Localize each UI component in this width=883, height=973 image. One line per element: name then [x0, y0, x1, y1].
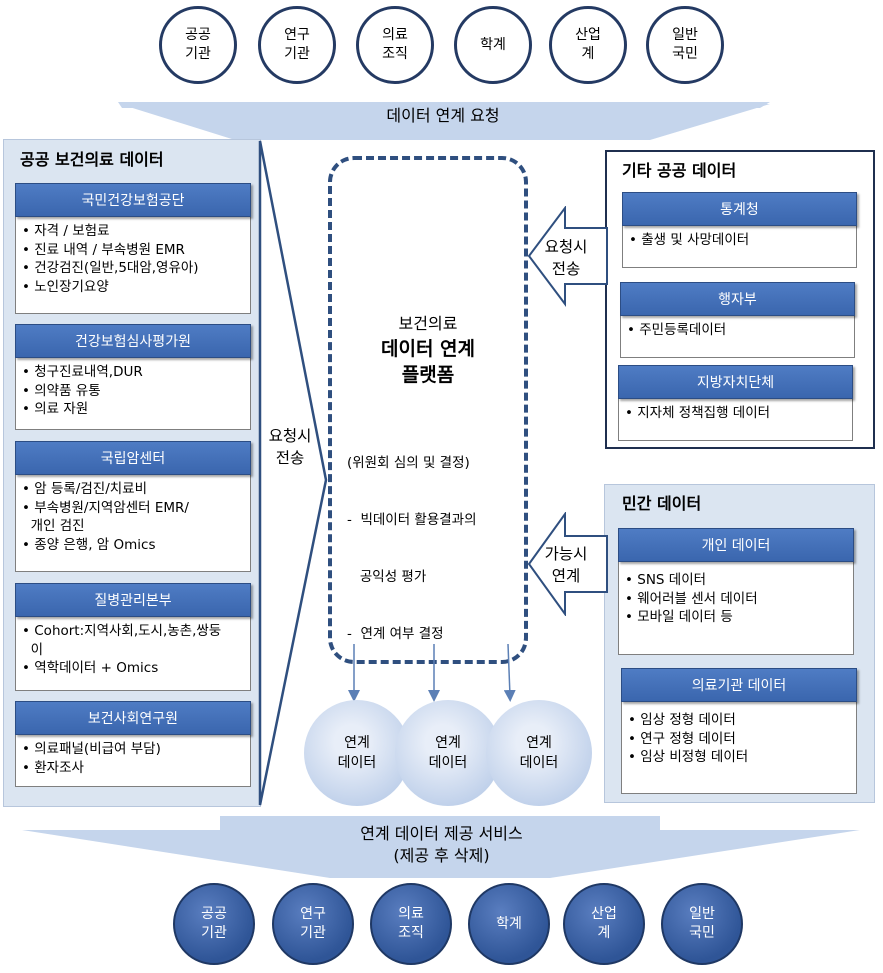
right-top-panel-title: 기타 공공 데이터	[622, 161, 737, 180]
list-item: • 임상 정형 데이터	[628, 712, 736, 728]
list-item: • 환자조사	[22, 759, 84, 776]
list-item: • 자격 / 보험료	[22, 223, 110, 239]
list-item: • 노인장기요양	[22, 278, 109, 295]
box-ministry-interior: 행자부 • 주민등록데이터	[620, 282, 855, 358]
box-statistics-korea: 통계청 • 출생 및 사망데이터	[622, 192, 857, 268]
box-local-government-list: • 지자체 정책집행 데이터	[625, 404, 848, 423]
left-panel-title: 공공 보건의료 데이터	[20, 150, 164, 169]
box-kcdc: 질병관리본부 • Cohort:지역사회,도시,농촌,쌍둥 이 • 역학데이터 …	[15, 583, 251, 691]
data-linkage-platform	[328, 156, 528, 664]
box-medical-institution-data-header: 의료기관 데이터	[621, 668, 857, 702]
box-kihasa-header: 보건사회연구원	[15, 701, 251, 735]
list-item: • 모바일 데이터 등	[625, 609, 733, 625]
right-bottom-panel-title: 민간 데이터	[622, 494, 702, 513]
box-local-government: 지방자치단체 • 지자체 정책집행 데이터	[618, 365, 853, 441]
right-bottom-arrow-label: 가능시 연계	[544, 545, 588, 585]
bottom-service-banner	[22, 816, 860, 878]
box-ncc-header: 국립암센터	[15, 441, 251, 475]
list-item: • 연구 정형 데이터	[628, 730, 736, 747]
box-medical-institution-data-list: • 임상 정형 데이터 • 연구 정형 데이터 • 임상 비정형 데이터	[628, 711, 852, 767]
list-item: • 의료 자원	[22, 401, 89, 417]
box-kihasa-list: • 의료패널(비급여 부담) • 환자조사	[22, 740, 246, 777]
box-statistics-korea-list: • 출생 및 사망데이터	[629, 231, 852, 250]
box-ncc-list: • 암 등록/검진/치료비 • 부속병원/지역암센터 EMR/ 개인 검진 • …	[22, 480, 246, 554]
list-item: • 부속병원/지역암센터 EMR/	[22, 499, 189, 516]
box-nhis-list: • 자격 / 보험료 • 진료 내역 / 부속병원 EMR • 건강검진(일반,…	[22, 222, 246, 296]
list-item: • 임상 비정형 데이터	[628, 749, 749, 765]
box-hira-list: • 청구진료내역,DUR • 의약품 유통 • 의료 자원	[22, 363, 246, 419]
list-item: • 건강검진(일반,5대암,영유아)	[22, 260, 199, 276]
box-personal-data-header: 개인 데이터	[618, 528, 854, 562]
top-banner-label: 데이터 연계 요청	[386, 106, 500, 125]
box-statistics-korea-header: 통계청	[622, 192, 857, 226]
list-item: • 진료 내역 / 부속병원 EMR	[22, 241, 185, 258]
platform-title: 보건의료 데이터 연계 플랫폼	[380, 314, 475, 386]
platform-output-arrows	[348, 643, 516, 702]
top-request-banner	[118, 102, 770, 140]
list-item: • 주민등록데이터	[627, 322, 727, 338]
list-item: • 의약품 유통	[22, 382, 101, 399]
box-medical-institution-data: 의료기관 데이터 • 임상 정형 데이터 • 연구 정형 데이터 • 임상 비정…	[621, 668, 857, 794]
left-transfer-label: 요청시 전송	[268, 427, 312, 467]
right-top-request-arrow	[527, 206, 608, 307]
list-item: • 의료패널(비급여 부담)	[22, 741, 161, 757]
list-item: 이	[22, 641, 44, 658]
list-item: • 종양 은행, 암 Omics	[22, 536, 156, 553]
list-item: • 지자체 정책집행 데이터	[625, 405, 771, 421]
box-local-government-header: 지방자치단체	[618, 365, 853, 399]
bottom-banner-label: 연계 데이터 제공 서비스 (제공 후 삭제)	[360, 824, 523, 865]
platform-note: (위원회 심의 및 결정) - 빅데이터 활용결과의 공익성 평가 - 연계 여…	[347, 455, 477, 642]
bottom-circle-academia: 학계	[468, 883, 550, 965]
box-ministry-interior-list: • 주민등록데이터	[627, 321, 850, 340]
box-nhis: 국민건강보험공단 • 자격 / 보험료 • 진료 내역 / 부속병원 EMR •…	[15, 183, 251, 314]
top-circle-academia: 학계	[454, 6, 532, 84]
box-personal-data: 개인 데이터 • SNS 데이터 • 웨어러블 센서 데이터 • 모바일 데이터…	[618, 528, 854, 655]
box-hira-header: 건강보험심사평가원	[15, 324, 251, 358]
box-hira: 건강보험심사평가원 • 청구진료내역,DUR • 의약품 유통 • 의료 자원	[15, 324, 251, 430]
box-kihasa: 보건사회연구원 • 의료패널(비급여 부담) • 환자조사	[15, 701, 251, 787]
list-item: • 암 등록/검진/치료비	[22, 481, 148, 497]
list-item: • 출생 및 사망데이터	[629, 232, 750, 248]
list-item: 개인 검진	[22, 518, 85, 534]
right-bottom-linkage-arrow	[527, 512, 608, 616]
list-item: • Cohort:지역사회,도시,농촌,쌍둥	[22, 623, 222, 639]
box-personal-data-list: • SNS 데이터 • 웨어러블 센서 데이터 • 모바일 데이터 등	[625, 571, 849, 627]
box-ministry-interior-header: 행자부	[620, 282, 855, 316]
list-item: • 청구진료내역,DUR	[22, 364, 143, 380]
box-kcdc-header: 질병관리본부	[15, 583, 251, 617]
box-nhis-header: 국민건강보험공단	[15, 183, 251, 217]
left-transfer-arrow	[258, 140, 328, 806]
list-item: • 웨어러블 센서 데이터	[625, 590, 758, 607]
box-kcdc-list: • Cohort:지역사회,도시,농촌,쌍둥 이 • 역학데이터 + Omics	[22, 622, 246, 678]
box-ncc: 국립암센터 • 암 등록/검진/치료비 • 부속병원/지역암센터 EMR/ 개인…	[15, 441, 251, 572]
right-top-arrow-label: 요청시 전송	[544, 238, 588, 278]
list-item: • 역학데이터 + Omics	[22, 660, 159, 676]
list-item: • SNS 데이터	[625, 572, 707, 588]
